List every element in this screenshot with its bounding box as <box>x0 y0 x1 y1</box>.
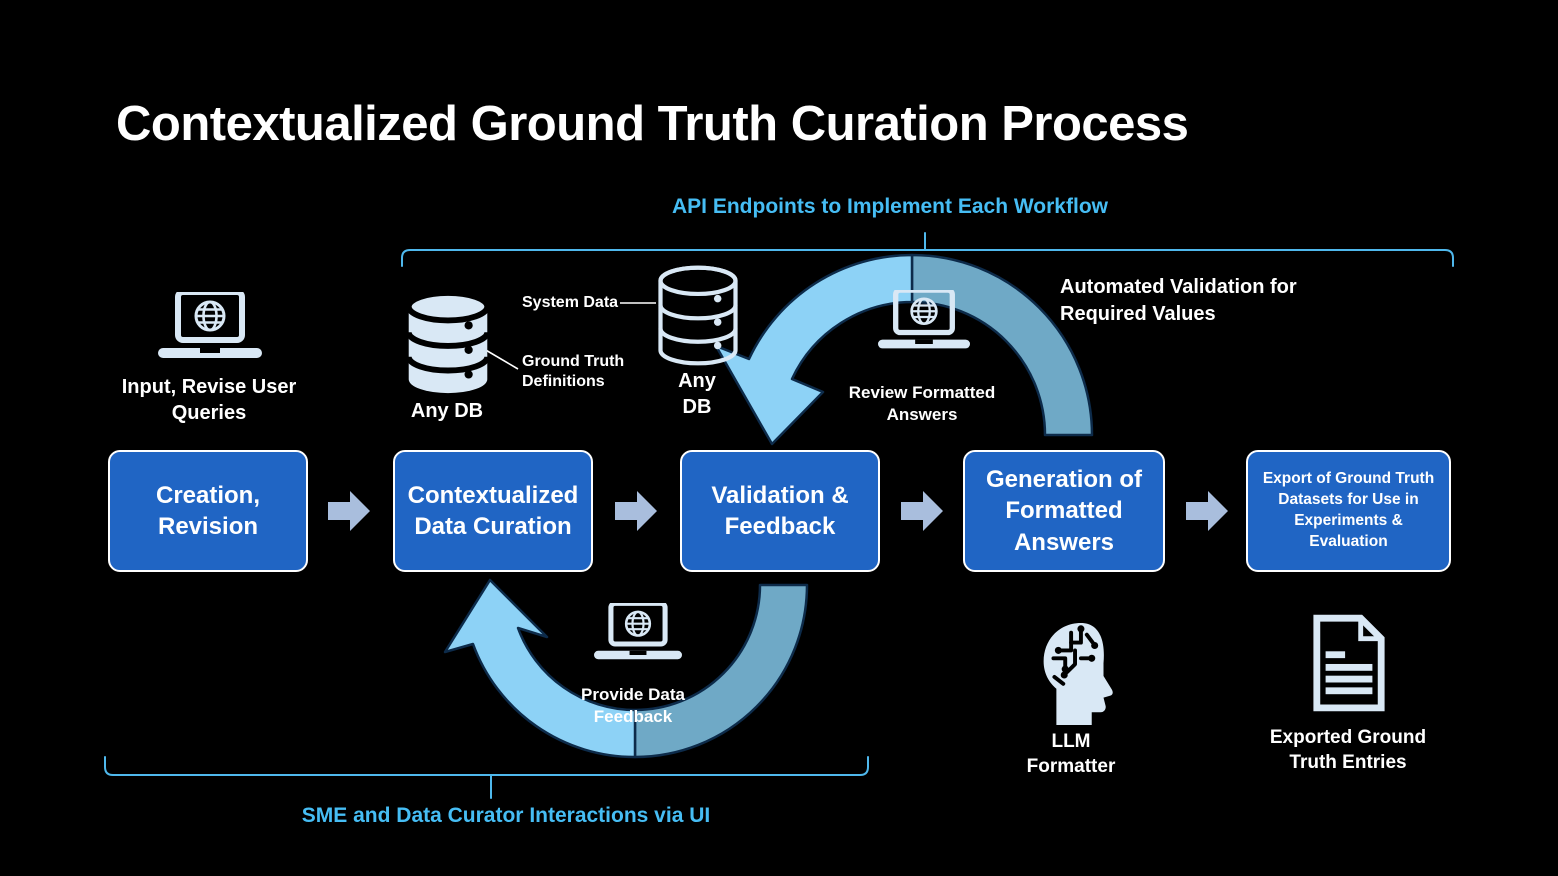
flow-arrow-icon-3 <box>901 491 943 531</box>
ground-truth-definitions-caption: Ground Truth Definitions <box>522 353 625 390</box>
brain-circuit-icon <box>1041 620 1115 728</box>
llm-formatter-caption: LLM Formatter <box>1026 731 1116 777</box>
laptop-globe-icon <box>158 292 262 362</box>
flow-arrow-icon-2 <box>615 491 657 531</box>
bracket-bottom <box>104 756 869 799</box>
laptop-globe-icon-review <box>878 290 970 352</box>
flow-arrow-icon-4 <box>1186 491 1228 531</box>
connector-line-ground-truth <box>483 348 519 370</box>
flow-box-generation-formatted-answers: Generation of Formatted Answers <box>963 450 1165 572</box>
any-db-left-caption: Any DB <box>410 400 484 422</box>
laptop-globe-icon-feedback <box>594 603 682 663</box>
any-db-right-caption: Any DB <box>678 370 716 418</box>
exported-entries-caption: Exported Ground Truth Entries <box>1269 727 1427 773</box>
system-data-caption: System Data <box>522 294 619 311</box>
database-icon-right <box>655 263 741 368</box>
document-icon <box>1310 614 1388 712</box>
automated-validation-caption: Automated Validation for Required Values <box>1060 276 1297 325</box>
provide-feedback-caption: Provide Data Feedback <box>581 685 685 727</box>
flow-box-creation-revision: Creation, Revision <box>108 450 308 572</box>
flow-box-contextualized-data-curation: Contextualized Data Curation <box>393 450 593 572</box>
review-formatted-caption: Review Formatted Answers <box>848 383 996 425</box>
api-endpoints-caption: API Endpoints to Implement Each Workflow <box>672 195 1108 218</box>
bracket-top <box>401 232 1454 267</box>
database-icon-left <box>403 288 493 398</box>
flow-box-validation-feedback: Validation & Feedback <box>680 450 880 572</box>
flow-box-export-ground-truth: Export of Ground Truth Datasets for Use … <box>1246 450 1451 572</box>
loop-arrow-bottom-arrowhead <box>443 578 637 759</box>
page-title: Contextualized Ground Truth Curation Pro… <box>116 97 1189 151</box>
sme-interactions-caption: SME and Data Curator Interactions via UI <box>301 804 711 827</box>
flow-arrow-icon-1 <box>328 491 370 531</box>
input-queries-caption: Input, Revise User Queries <box>121 376 297 424</box>
loop-arrow-top-steel <box>910 253 1094 437</box>
